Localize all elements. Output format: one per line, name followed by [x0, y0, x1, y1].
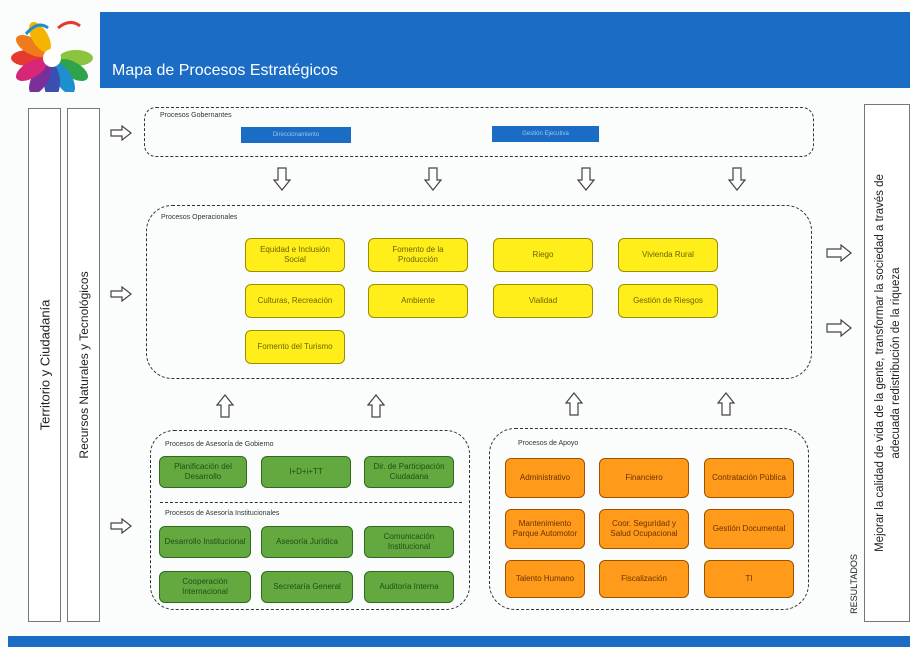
ai-comunicacion: Comunicación Institucional: [364, 526, 454, 558]
op-culturas: Culturas, Recreación: [245, 284, 345, 318]
apoyo-fiscalizacion: Fiscalización: [599, 560, 689, 598]
mission-line-1: Mejorar la calidad de vida de la gente, …: [873, 174, 886, 552]
arrow-up-icon: [717, 392, 735, 416]
arrow-right-icon: [826, 319, 852, 337]
gobernantes-bar-1: Direccionamiento: [241, 127, 351, 143]
arrow-right-icon: [110, 125, 132, 141]
ag-participacion: Dir. de Participación Ciudadana: [364, 456, 454, 488]
op-vivienda-rural: Vivienda Rural: [618, 238, 718, 272]
asesoria-group: [150, 430, 470, 610]
apoyo-group: [489, 428, 809, 610]
arrow-down-icon: [728, 167, 746, 191]
logo-icon: [11, 21, 93, 92]
arrow-up-icon: [216, 394, 234, 418]
ai-secretaria: Secretaría General: [261, 571, 353, 603]
mission-line-2: adecuada redistribución de la riqueza: [889, 267, 902, 459]
apoyo-gestion-documental: Gestión Documental: [704, 509, 794, 549]
operacionales-label: Procesos Operacionales: [161, 214, 238, 221]
header-banner: Mapa de Procesos Estratégicos: [100, 12, 910, 88]
op-fomento-turismo: Fomento del Turismo: [245, 330, 345, 364]
operacionales-group: [146, 205, 812, 379]
op-vialidad: Vialidad: [493, 284, 593, 318]
recursos-label: Recursos Naturales y Tecnológicos: [76, 271, 91, 459]
ai-desarrollo: Desarrollo Institucional: [159, 526, 251, 558]
arrow-down-icon: [273, 167, 291, 191]
op-equidad: Equidad e Inclusión Social: [245, 238, 345, 272]
page-title: Mapa de Procesos Estratégicos: [112, 62, 338, 79]
arrow-up-icon: [565, 392, 583, 416]
apoyo-financiero: Financiero: [599, 458, 689, 498]
gobernantes-group: [144, 107, 814, 157]
apoyo-label: Procesos de Apoyo: [518, 440, 579, 447]
apoyo-seguridad: Coor. Seguridad y Salud Ocupacional: [599, 509, 689, 549]
apoyo-ti: TI: [704, 560, 794, 598]
ai-cooperacion: Cooperación Internacional: [159, 571, 251, 603]
arrow-right-icon: [826, 244, 852, 262]
territorio-label: Territorio y Ciudadanía: [37, 299, 52, 431]
arrow-down-icon: [577, 167, 595, 191]
asesoria-divider: [160, 502, 462, 503]
asesoria-institucional-label: Procesos de Asesoría Institucionales: [165, 510, 280, 517]
recursos-panel: Recursos Naturales y Tecnológicos: [67, 108, 100, 622]
op-riego: Riego: [493, 238, 593, 272]
apoyo-mantenimiento: Mantenimiento Parque Automotor: [505, 509, 585, 549]
arrow-right-icon: [110, 286, 132, 302]
ai-juridica: Asesoría Jurídica: [261, 526, 353, 558]
results-label: RESULTADOS: [849, 554, 859, 614]
gobernantes-label: Procesos Gobernantes: [160, 112, 232, 119]
ag-planificacion: Planificación del Desarrollo: [159, 456, 247, 488]
apoyo-talento: Talento Humano: [505, 560, 585, 598]
arrow-down-icon: [424, 167, 442, 191]
op-fomento-produccion: Fomento de la Producción: [368, 238, 468, 272]
mission-panel: Mejorar la calidad de vida de la gente, …: [864, 104, 910, 622]
asesoria-gobierno-label: Procesos de Asesoría de Gobierno: [165, 441, 274, 448]
territorio-panel: Territorio y Ciudadanía: [28, 108, 61, 622]
gobernantes-bar-2: Gestión Ejecutiva: [492, 126, 599, 142]
arrow-up-icon: [367, 394, 385, 418]
arrow-right-icon: [110, 518, 132, 534]
op-ambiente: Ambiente: [368, 284, 468, 318]
apoyo-contratacion: Contratación Pública: [704, 458, 794, 498]
op-gestion-riesgos: Gestión de Riesgos: [618, 284, 718, 318]
footer-bar: [8, 636, 910, 647]
ag-idi: I+D+i+TT: [261, 456, 351, 488]
apoyo-administrativo: Administrativo: [505, 458, 585, 498]
ai-auditoria: Auditoría Interna: [364, 571, 454, 603]
